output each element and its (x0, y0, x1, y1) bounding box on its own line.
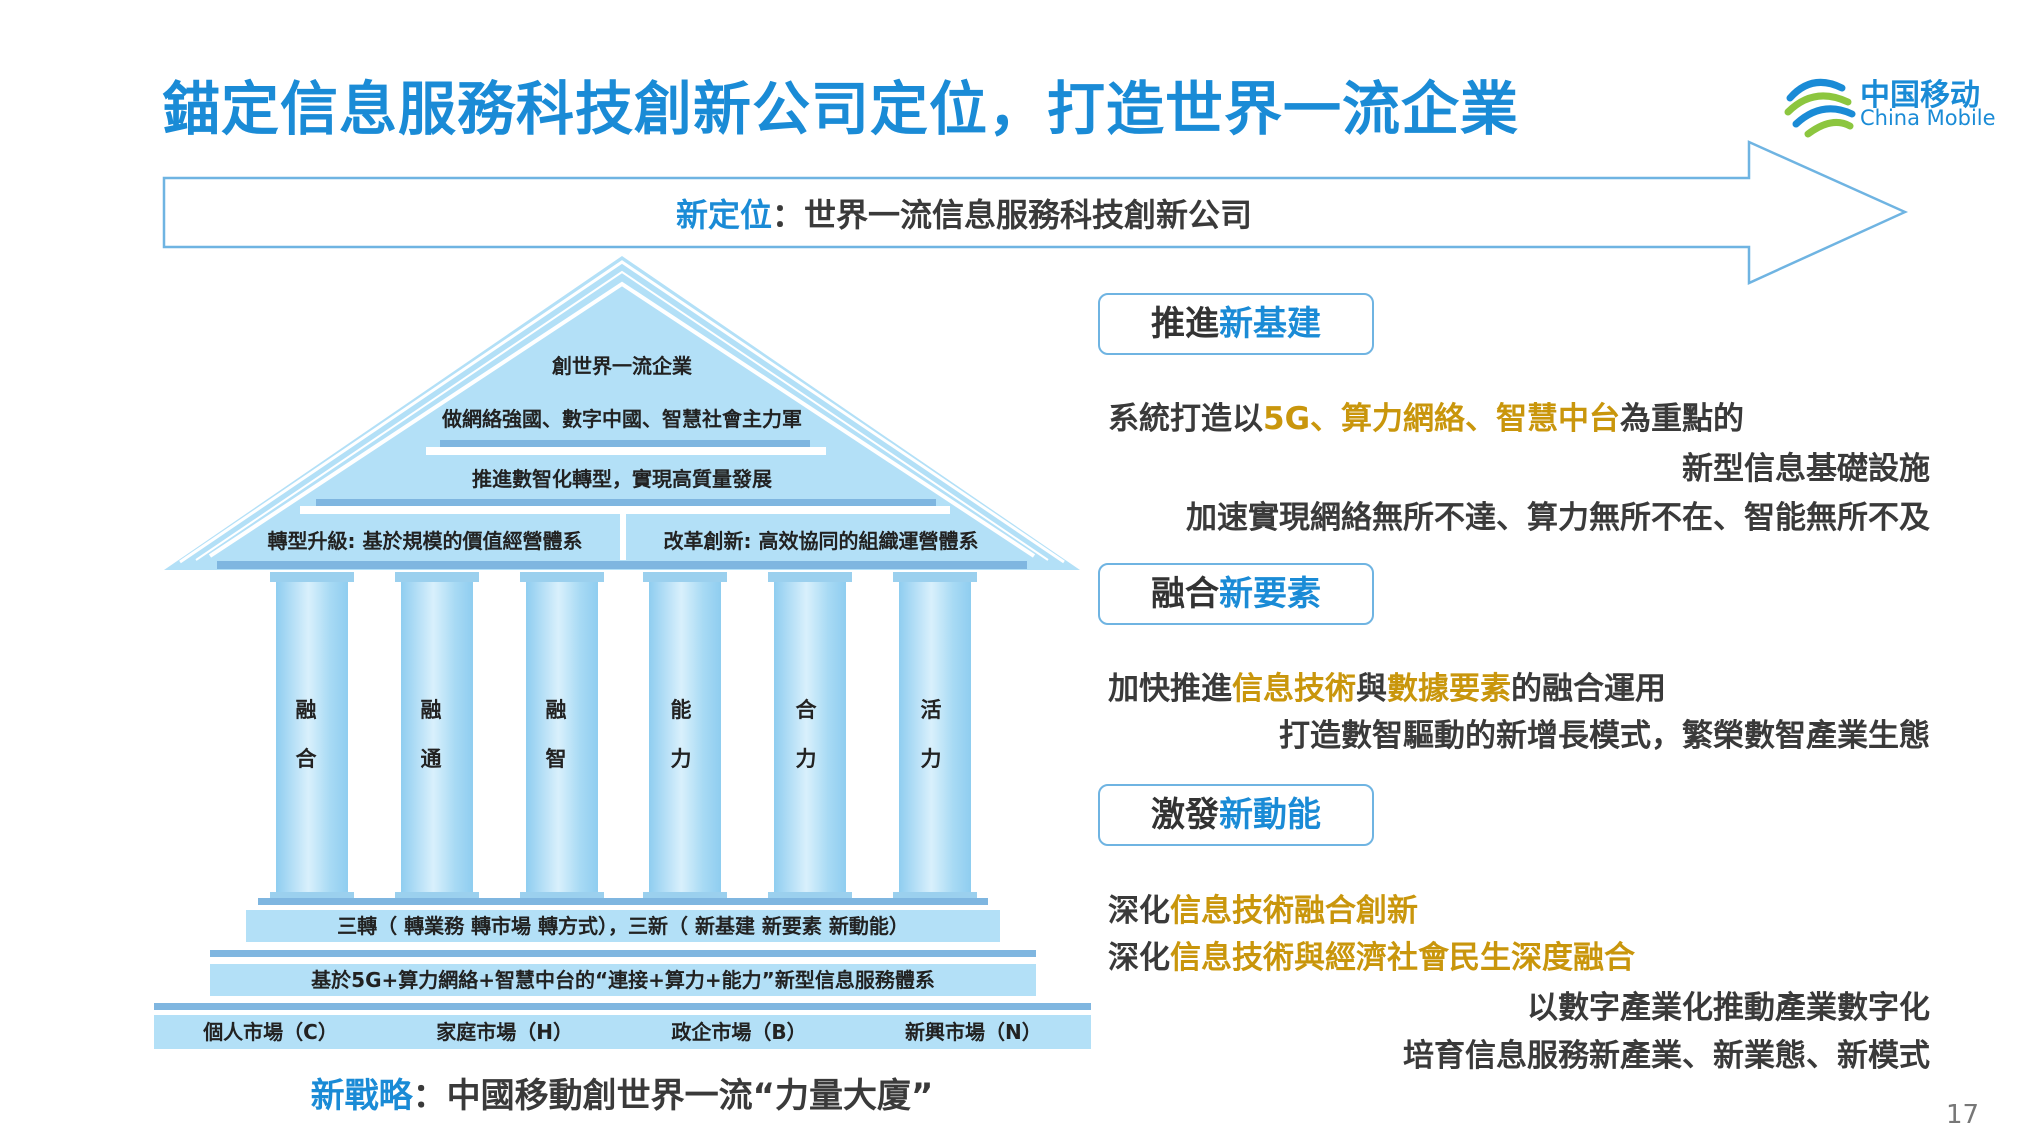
logo-text-en: China Mobile (1860, 106, 1996, 130)
section-1-line-2: 新型信息基礎設施 (1682, 451, 1930, 487)
positioning-arrow (162, 140, 1909, 285)
pyramid-roof (164, 256, 1080, 570)
pillar-label: 融合 (295, 698, 317, 771)
strategy-caption: 新戰略：中國移動創世界一流“力量大廈” (164, 1068, 1080, 1117)
market-home: 家庭市場（H） (436, 1020, 574, 1044)
section-1-line-1: 系統打造以5G、算力網絡、智慧中台為重點的 (1108, 401, 1745, 437)
positioning-label: 新定位 (675, 196, 772, 234)
base-band-1: 三轉（ 轉業務 轉市場 轉方式），三新（ 新基建 新要素 新動能） (246, 910, 1000, 942)
roof-stripe (440, 440, 810, 447)
base-stripe (258, 898, 988, 905)
market-government: 政企市場（B） (671, 1020, 807, 1044)
pillar (768, 572, 852, 902)
pillar (643, 572, 727, 902)
base-stripe (154, 1003, 1091, 1010)
pillar (395, 572, 479, 902)
roof-text-right: 改革創新: 高效協同的組織運營體系 (663, 529, 979, 553)
pillar-label: 活力 (920, 698, 942, 771)
section-3-line-1: 深化信息技術融合創新 (1108, 893, 1418, 929)
market-band: 個人市場（C） 家庭市場（H） 政企市場（B） 新興市場（N） (154, 1015, 1091, 1049)
positioning-sep: ： (771, 196, 804, 234)
roof-stripe (217, 561, 1027, 569)
roof-text-2: 做網絡強國、數字中國、智慧社會主力軍 (442, 407, 802, 431)
pillar (893, 572, 977, 902)
market-personal: 個人市場（C） (203, 1020, 338, 1044)
pillar (270, 572, 354, 902)
pillar-label: 能力 (670, 698, 692, 771)
china-mobile-logo-icon (1784, 78, 1856, 138)
pillar-label: 合力 (795, 698, 817, 771)
section-2-line-2: 打造數智驅動的新增長模式，繁榮數智產業生態 (1279, 718, 1930, 754)
section-box-new-infrastructure: 推進新基建 (1098, 293, 1374, 355)
strategy-text: 中國移動創世界一流“力量大廈” (446, 1076, 934, 1116)
page-title: 錨定信息服務科技創新公司定位，打造世界一流企業 (162, 75, 1520, 143)
pillar-label: 融通 (420, 698, 442, 771)
section-3-line-2: 深化信息技術與經濟社會民生深度融合 (1108, 940, 1635, 976)
logo-text-cn: 中国移动 (1860, 78, 1980, 113)
pillar (520, 572, 604, 902)
base-stripe (210, 950, 1036, 957)
roof-text-left: 轉型升級: 基於規模的價值經營體系 (267, 529, 583, 553)
section-3-line-4: 培育信息服務新產業、新業態、新模式 (1403, 1038, 1930, 1074)
strategy-sep: ： (412, 1076, 447, 1116)
pillar-label: 融智 (545, 698, 567, 771)
page-number: 17 (1946, 1100, 1980, 1130)
section-1-line-3: 加速實現網絡無所不達、算力無所不在、智能無所不及 (1186, 500, 1930, 536)
base-band-2: 基於5G+算力網絡+智慧中台的“連接+算力+能力”新型信息服務體系 (210, 964, 1036, 996)
positioning-text: 新定位：世界一流信息服務科技創新公司 (164, 190, 1764, 236)
roof-stripe (316, 499, 936, 506)
market-emerging: 新興市場（N） (905, 1020, 1042, 1044)
roof-text-3: 推進數智化轉型，實現高質量發展 (472, 467, 772, 491)
section-2-line-1: 加快推進信息技術與數據要素的融合運用 (1108, 671, 1666, 707)
section-3-line-3: 以數字產業化推動產業數字化 (1527, 990, 1930, 1026)
section-box-new-elements: 融合新要素 (1098, 563, 1374, 625)
roof-text-1: 創世界一流企業 (552, 354, 692, 378)
positioning-value: 世界一流信息服務科技創新公司 (804, 196, 1253, 234)
strategy-label: 新戰略 (310, 1076, 413, 1116)
section-box-new-momentum: 激發新動能 (1098, 784, 1374, 846)
